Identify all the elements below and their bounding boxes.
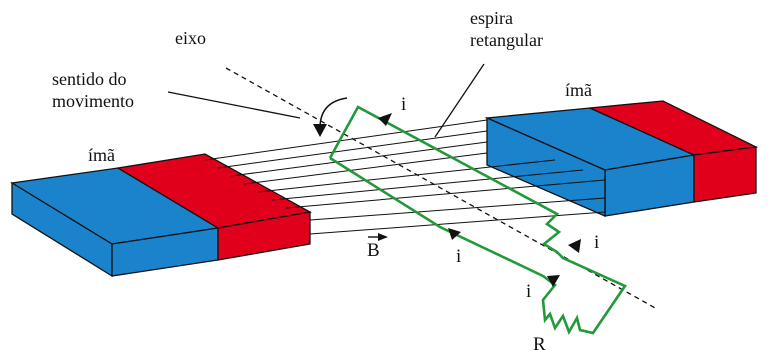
loop-label-line2: retangular: [470, 30, 543, 50]
axis-label: eixo: [175, 28, 206, 48]
triangle-arrow-icon: [378, 113, 392, 126]
field-line: [243, 152, 488, 185]
right-magnet-front-red: [693, 146, 757, 203]
curved-arrow-icon: [313, 97, 348, 137]
current-label-right: i: [594, 232, 599, 253]
espira-leader: [434, 63, 485, 138]
field-line: [217, 130, 488, 169]
field-line: [257, 159, 556, 193]
field-line: [309, 197, 606, 221]
motion-label-line2: movimento: [52, 91, 134, 111]
field-line: [285, 179, 606, 209]
current-label-bottom: i: [526, 281, 531, 302]
triangle-arrow-icon: [448, 228, 461, 240]
triangle-arrow-icon: [568, 239, 581, 253]
sentido-leader: [167, 91, 301, 119]
rotation-axis: [225, 67, 658, 310]
current-label-top: i: [401, 94, 406, 115]
right-magnet-label: ímã: [565, 80, 592, 100]
right-magnet-side-blue: [486, 117, 606, 217]
current-arrows: [378, 113, 581, 287]
current-label-middle: i: [456, 246, 461, 267]
field-line: [309, 211, 606, 235]
field-label: B: [367, 240, 380, 261]
vector-arrow-icon: [368, 233, 388, 241]
right-magnet: [484, 100, 759, 217]
left-magnet: [10, 153, 312, 278]
field-line: [230, 141, 488, 177]
rectangular-loop: [328, 105, 627, 336]
left-magnet-label: ímã: [88, 145, 115, 165]
leader-lines: [167, 63, 485, 138]
triangle-arrow-icon: [547, 275, 560, 287]
resistor-label: R: [533, 334, 546, 353]
motion-label-line1: sentido do: [52, 69, 127, 89]
field-line: [271, 169, 584, 201]
magnetic-field-lines: [204, 119, 606, 235]
field-line: [204, 119, 488, 161]
loop-label-line1: espira: [470, 8, 513, 28]
left-magnet-front-red: [217, 211, 311, 261]
